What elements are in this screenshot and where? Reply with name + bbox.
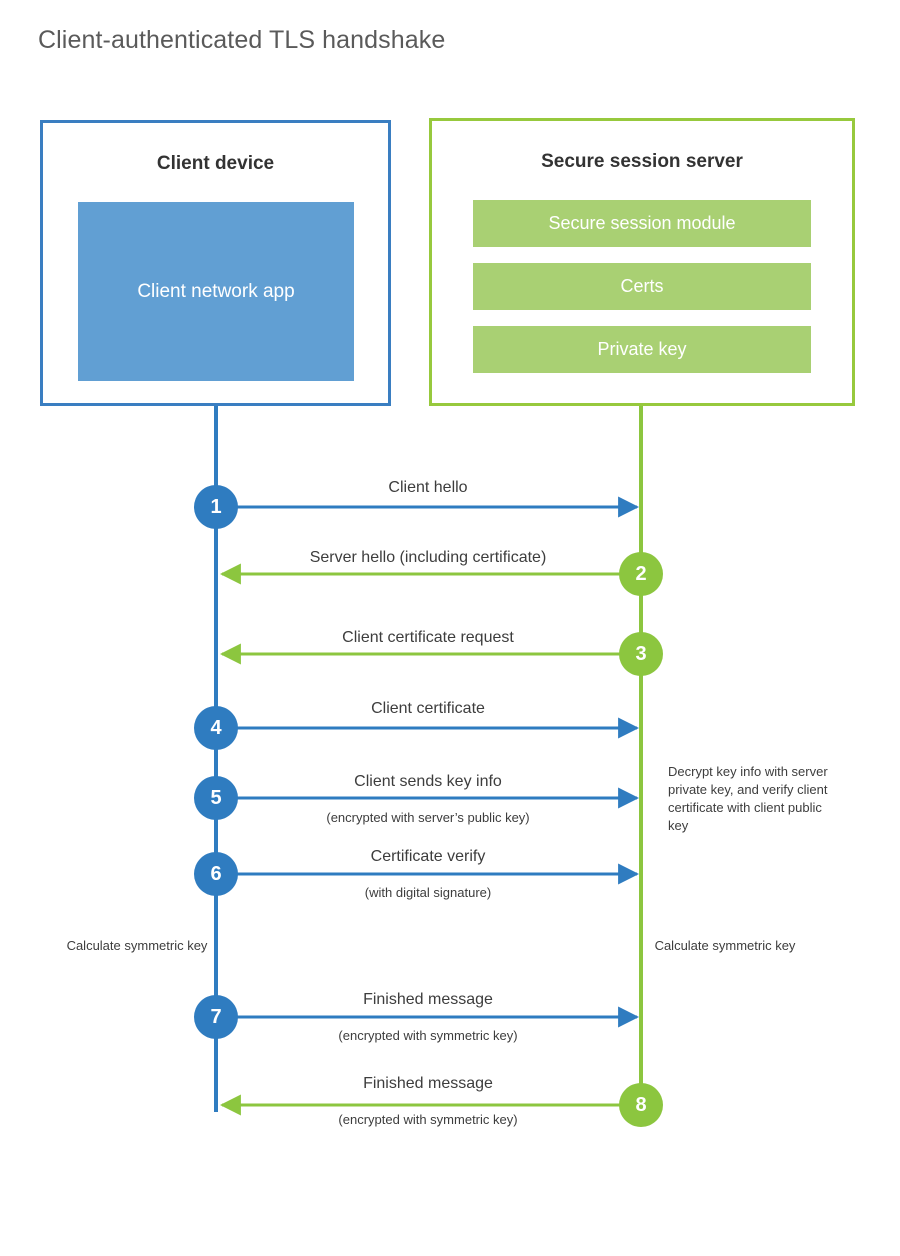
server-component-private-key: Private key — [473, 326, 811, 373]
step-label-1: Client hello — [388, 479, 468, 496]
step-label-8: Finished message — [363, 1075, 493, 1092]
step-marker-2: 2 — [619, 552, 663, 596]
client-network-app-label: Client network app — [137, 280, 295, 302]
step-sublabel-8: (encrypted with symmetric key) — [338, 1112, 518, 1127]
step-label-2: Server hello (including certificate) — [309, 549, 547, 566]
step-sublabel-6: (with digital signature) — [364, 885, 492, 900]
step-marker-1: 1 — [194, 485, 238, 529]
step-marker-7: 7 — [194, 995, 238, 1039]
client-note-calculate-symmetric-key: Calculate symmetric key — [66, 938, 208, 953]
step-marker-3: 3 — [619, 632, 663, 676]
step-marker-6: 6 — [194, 852, 238, 896]
server-note-calculate-symmetric-key: Calculate symmetric key — [654, 938, 796, 953]
step-sublabel-7: (encrypted with symmetric key) — [338, 1028, 518, 1043]
client-device-box: Client device Client network app — [40, 120, 391, 406]
server-note-decrypt-verify: Decrypt key info with server private key… — [668, 764, 828, 833]
step-marker-5: 5 — [194, 776, 238, 820]
page-title: Client-authenticated TLS handshake — [38, 26, 446, 54]
step-label-6: Certificate verify — [370, 848, 486, 865]
client-device-title: Client device — [156, 153, 275, 174]
step-marker-4: 4 — [194, 706, 238, 750]
step-label-7: Finished message — [363, 991, 493, 1008]
step-label-3: Client certificate request — [342, 629, 514, 646]
secure-session-server-box: Secure session server Secure session mod… — [429, 118, 855, 406]
secure-session-server-title: Secure session server — [541, 151, 743, 172]
client-network-app-block: Client network app — [78, 202, 354, 381]
step-sublabel-5: (encrypted with server’s public key) — [326, 810, 530, 825]
step-label-4: Client certificate — [371, 700, 485, 717]
server-component-certs: Certs — [473, 263, 811, 310]
server-component-secure-session-module: Secure session module — [473, 200, 811, 247]
step-label-5: Client sends key info — [354, 773, 502, 790]
step-marker-8: 8 — [619, 1083, 663, 1127]
